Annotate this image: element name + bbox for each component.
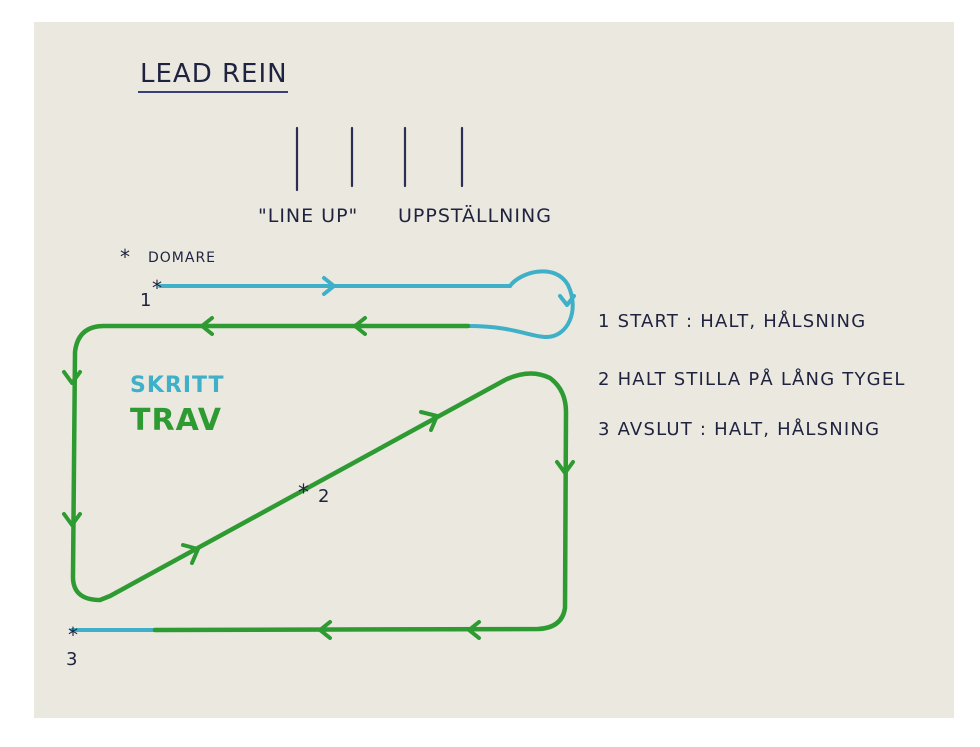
arrow-left-icon <box>467 620 481 640</box>
arrow-left-icon <box>353 316 367 336</box>
arrow-left-icon <box>318 620 332 640</box>
point-1-number: 1 <box>140 290 151 311</box>
instruction-2: 2 HALT STILLA PÅ LÅNG TYGEL <box>598 368 906 390</box>
point-3-asterisk-icon: * <box>68 623 78 647</box>
trot-track <box>70 323 569 633</box>
point-2-number: 2 <box>318 486 329 507</box>
judge-label: DOMARE <box>148 250 216 266</box>
paper-background <box>34 22 954 718</box>
arrow-right-icon <box>322 276 336 296</box>
point-3-number: 3 <box>66 649 77 670</box>
point-1-asterisk-icon: * <box>152 276 162 300</box>
arrow-down-icon <box>555 460 575 475</box>
lineup-marks <box>295 126 464 192</box>
instruction-list: 1 START : HALT, HÅLSNING 2 HALT STILLA P… <box>598 310 906 440</box>
legend-walk: SKRITT <box>130 373 225 398</box>
lineup-label-en: "LINE UP" <box>258 205 358 227</box>
arrow-down-icon <box>62 370 82 385</box>
lineup-label-sv: UPPSTÄLLNING <box>398 204 552 227</box>
arrow-down-icon <box>558 294 576 307</box>
title: LEAD REIN <box>140 59 288 89</box>
walk-route <box>70 269 576 632</box>
arrow-down-icon <box>62 512 82 527</box>
legend-trot: TRAV <box>130 403 222 438</box>
instruction-3: 3 AVSLUT : HALT, HÅLSNING <box>598 418 880 440</box>
arrow-diagonal-icon <box>181 543 200 565</box>
arrow-left-icon <box>200 316 214 336</box>
walk-loop <box>466 269 575 340</box>
judge-asterisk-icon: * <box>120 245 130 269</box>
trot-route <box>62 316 575 640</box>
instruction-1: 1 START : HALT, HÅLSNING <box>598 310 866 332</box>
point-2-asterisk-icon: * <box>298 481 309 506</box>
arrow-diagonal-icon <box>419 410 439 432</box>
